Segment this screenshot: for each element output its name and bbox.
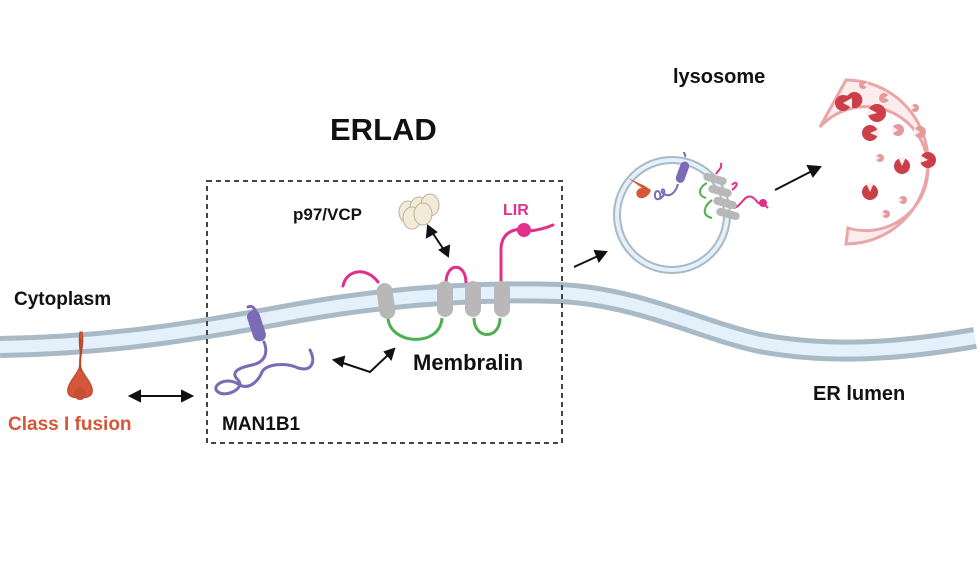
p97-vcp-hexamer-icon (398, 193, 440, 230)
cytoplasm-label: Cytoplasm (14, 289, 111, 310)
er-membrane (0, 281, 977, 362)
diagram-title: ERLAD (330, 112, 437, 147)
arrow-to-lysosome (774, 164, 822, 191)
interaction-arrow-man1b1-membralin (331, 347, 396, 374)
lysosomal-enzymes (835, 81, 936, 218)
lysosome-icon (818, 78, 936, 246)
er-derived-vesicle-icon (613, 151, 769, 274)
p97-vcp-label: p97/VCP (293, 205, 362, 224)
man1b1-label: MAN1B1 (222, 414, 301, 435)
lysosome-label: lysosome (673, 66, 765, 88)
class-i-fusion-label: Class I fusion (8, 414, 132, 435)
arrow-to-autophagosome (573, 249, 608, 268)
man1b1-protein-icon (214, 304, 315, 396)
interaction-arrow-fusion-man1b1 (127, 389, 195, 403)
lir-label: LIR (503, 202, 529, 219)
membralin-label: Membralin (413, 350, 523, 375)
er-lumen-label: ER lumen (813, 383, 905, 405)
membralin-protein-icon (341, 223, 555, 341)
interaction-arrow-vcp-membralin (425, 224, 451, 258)
erlad-complex-box (206, 180, 563, 444)
class-i-fusion-protein-icon (67, 331, 93, 400)
